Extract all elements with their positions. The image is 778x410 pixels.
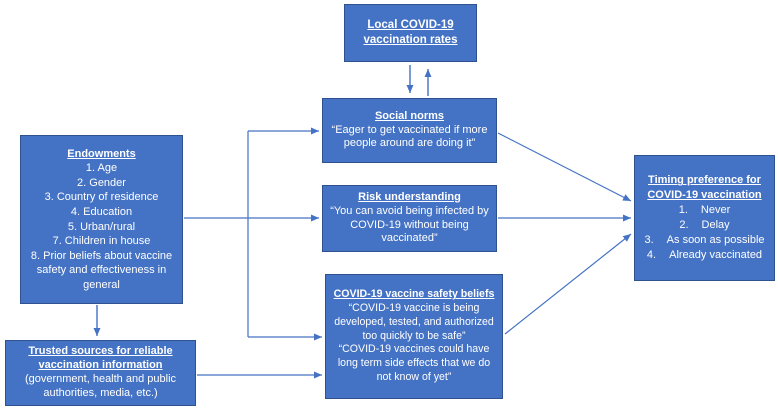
- timing-preference-title: Timing preference for COVID-19 vaccinati…: [647, 174, 762, 202]
- timing-item-number: 2.: [679, 219, 689, 231]
- endowments-item: 7. Children in house: [52, 235, 151, 248]
- endowments-item: 3. Country of residence: [44, 191, 159, 204]
- endowments-item: 2. Gender: [77, 176, 126, 189]
- vaccine-safety-beliefs-quote-2: “COVID-19 vaccines could have long term …: [337, 343, 491, 383]
- box-risk-understanding: Risk understanding “You can avoid being …: [322, 185, 497, 252]
- social-norms-quote: “Eager to get vaccinated if more people …: [331, 123, 488, 150]
- endowments-item: 1. Age: [85, 162, 118, 175]
- timing-item-label: As soon as possible: [666, 233, 765, 246]
- risk-understanding-title: Risk understanding: [358, 190, 461, 203]
- timing-preference-item: 1. Never: [679, 203, 731, 218]
- endowments-item: 4. Education: [70, 205, 133, 218]
- local-vaccination-rates-title: Local COVID-19 vaccination rates: [363, 19, 458, 46]
- vaccine-safety-beliefs-title: COVID-19 vaccine safety beliefs: [333, 288, 495, 301]
- timing-item-number: 4.: [646, 248, 657, 261]
- timing-preference-item: 4. Already vaccinated: [647, 248, 762, 263]
- timing-item-label: Delay: [701, 219, 730, 231]
- trusted-sources-title: Trusted sources for reliable vaccination…: [28, 345, 173, 372]
- timing-preference-item: 3. As soon as possible: [644, 233, 764, 248]
- endowments-item: 5. Urban/rural: [67, 220, 136, 233]
- social-norms-title: Social norms: [374, 109, 445, 122]
- box-local-vaccination-rates: Local COVID-19 vaccination rates: [344, 4, 477, 62]
- box-endowments: Endowments 1. Age 2. Gender 3. Country o…: [20, 135, 183, 304]
- timing-item-number: 1.: [678, 204, 688, 217]
- box-vaccine-safety-beliefs: COVID-19 vaccine safety beliefs “COVID-1…: [325, 274, 503, 399]
- box-social-norms: Social norms “Eager to get vaccinated if…: [322, 98, 497, 163]
- endowments-item: 8. Prior beliefs about vaccine safety an…: [30, 249, 173, 291]
- box-trusted-sources: Trusted sources for reliable vaccination…: [5, 340, 196, 406]
- trusted-sources-detail: (government, health and public authoriti…: [24, 373, 177, 399]
- arrow-safety-beliefs-to-timing: [504, 233, 632, 335]
- risk-understanding-quote: “You can avoid being infected by COVID-1…: [330, 204, 489, 245]
- arrow-social-norms-to-timing: [497, 132, 632, 202]
- timing-item-number: 3.: [644, 233, 654, 246]
- endowments-title: Endowments: [67, 147, 136, 160]
- box-timing-preference: Timing preference for COVID-19 vaccinati…: [634, 155, 775, 281]
- vaccine-safety-beliefs-quote-1: “COVID-19 vaccine is being developed, te…: [334, 302, 494, 342]
- timing-preference-item: 2. Delay: [679, 218, 729, 233]
- timing-item-label: Already vaccinated: [669, 248, 763, 261]
- timing-item-label: Never: [700, 204, 731, 217]
